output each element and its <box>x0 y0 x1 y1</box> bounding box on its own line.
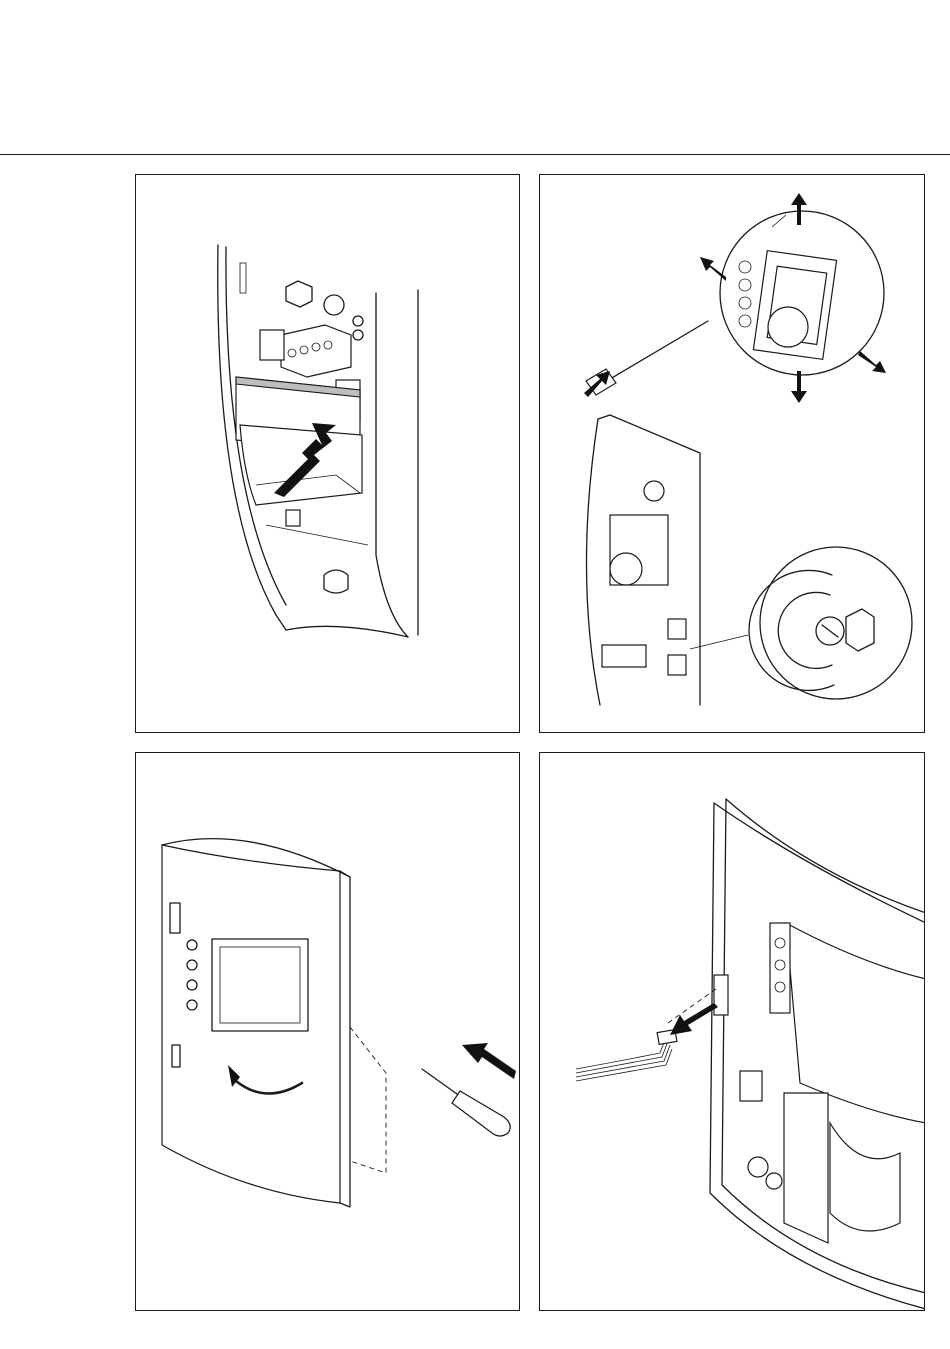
clip <box>286 510 300 526</box>
figure-panel-2 <box>539 174 925 733</box>
front-cover <box>162 845 340 1203</box>
housing-slot <box>240 263 246 293</box>
relay-block <box>740 1071 762 1101</box>
housing-right-edge <box>376 293 408 637</box>
terminal-1 <box>668 619 686 639</box>
arrow-down-icon <box>791 371 807 403</box>
small-square-block <box>286 281 312 307</box>
lower-board <box>784 1093 828 1243</box>
terminal-side-block <box>260 330 284 360</box>
arrow-up-icon <box>791 193 807 225</box>
connect-direction-arrow <box>670 1003 718 1035</box>
insert-component-illustration <box>136 175 520 733</box>
magnify-circle-bottom <box>760 547 912 699</box>
terminal-strip <box>770 923 790 1013</box>
figure-panel-3 <box>135 752 520 1311</box>
screwdriver-shaft <box>600 321 708 385</box>
sensor-adjustment-illustration <box>540 175 925 733</box>
terminal-2 <box>668 655 686 675</box>
arrow-down-right-icon <box>858 351 886 373</box>
bottom-clip <box>324 570 348 593</box>
sensor-lens <box>768 307 808 347</box>
remove-cover-illustration <box>136 753 520 1311</box>
screw-2 <box>766 1173 782 1189</box>
ribbon-connector-socket <box>714 975 728 1015</box>
lower-sensor-lens <box>610 553 642 585</box>
header-divider-line <box>0 154 950 155</box>
screwdriver-direction-arrow <box>462 1043 516 1079</box>
capacitor <box>644 481 664 501</box>
front-cover-side <box>340 871 350 1207</box>
screwdriver-handle <box>452 1091 510 1136</box>
cylinder-part <box>830 1123 900 1231</box>
screw-1 <box>748 1157 768 1177</box>
ribbon-cable-illustration <box>540 753 925 1311</box>
guide-dashed-lines <box>350 1027 386 1173</box>
round-hole <box>324 295 344 315</box>
figure-panel-1 <box>135 174 520 733</box>
housing-bottom-edge <box>286 626 408 637</box>
arrow-up-left-icon <box>700 257 726 281</box>
figure-panel-4 <box>539 752 925 1311</box>
lower-terminal-block <box>602 645 646 667</box>
housing-top-curve <box>714 803 925 923</box>
lower-board <box>240 425 362 505</box>
lower-housing-left-edge <box>586 419 600 705</box>
